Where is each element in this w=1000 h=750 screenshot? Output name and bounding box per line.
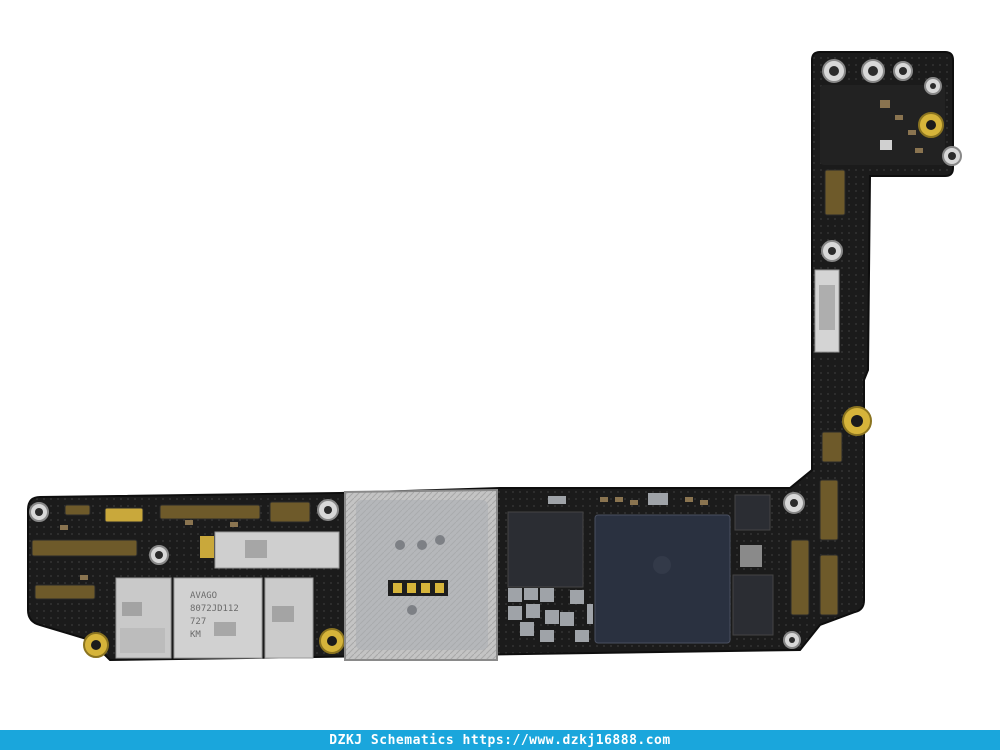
- upper-shield-chip: [214, 531, 340, 569]
- board-connectors: [31, 169, 846, 616]
- passive-components: [508, 493, 668, 642]
- tiny-components: [60, 100, 923, 580]
- chip-label-line1: AVAGO: [190, 591, 217, 601]
- chip-dark-right: [732, 574, 774, 636]
- contact-pads: [388, 580, 448, 596]
- chip-label-line4: KM: [190, 630, 201, 640]
- soc-chip: [594, 514, 731, 644]
- watermark-footer: DZKJ Schematics https://www.dzkj16888.co…: [0, 730, 1000, 750]
- footer-url[interactable]: https://www.dzkj16888.com: [462, 732, 671, 748]
- small-chip-dark: [507, 511, 584, 588]
- gold-screw-pads: [83, 112, 944, 658]
- avago-chip: [173, 577, 263, 659]
- footer-brand: DZKJ Schematics: [329, 732, 455, 748]
- chip-label-line3: 727: [190, 617, 206, 627]
- logic-board-photo: AVAGO 8072JD112 727 KM: [27, 51, 962, 662]
- chip-label-line2: 8072JD112: [190, 604, 239, 614]
- module-area: [820, 85, 945, 165]
- mounting-holes: [29, 59, 962, 649]
